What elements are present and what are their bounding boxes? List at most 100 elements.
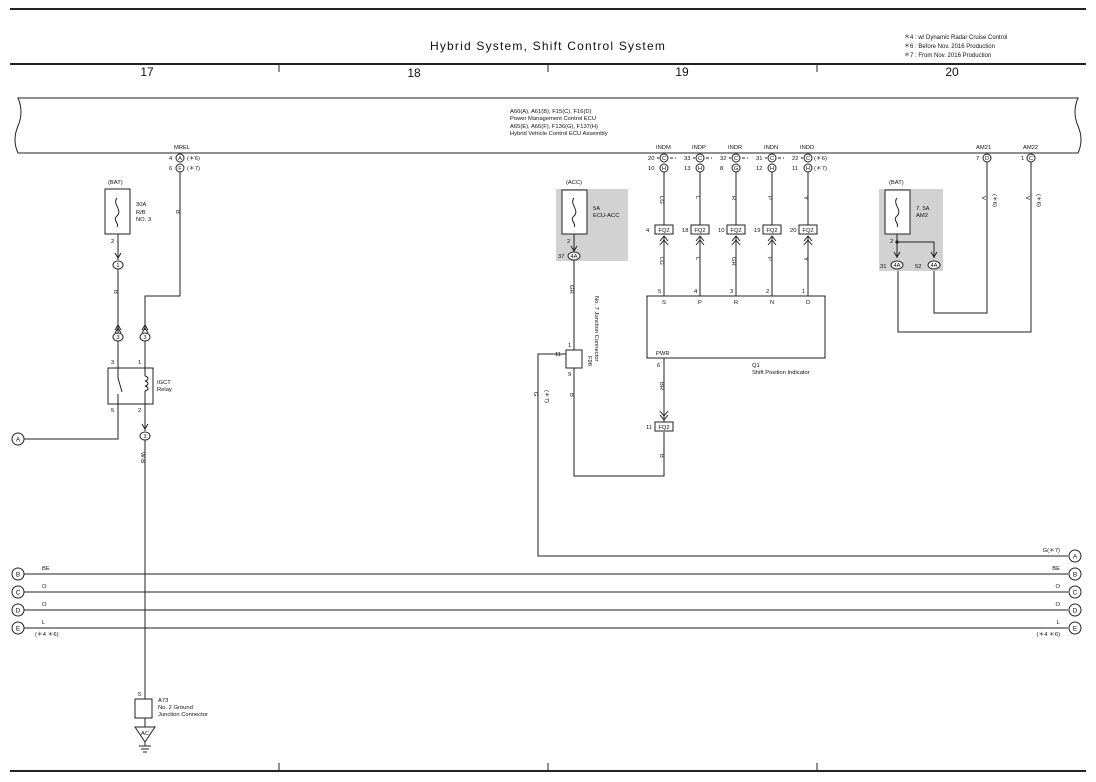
- junction-pin-9: 9: [568, 372, 571, 378]
- relay-wire-5: [24, 404, 119, 440]
- relay-pin-5: 5: [111, 408, 114, 414]
- fq2-label: FQ2: [694, 228, 705, 234]
- bus-right-terminal-e: [1068, 621, 1082, 635]
- bus-right-terminal-d: [1068, 603, 1082, 617]
- mrel-wire: [144, 172, 181, 330]
- fuse-rb-name2: NO. 3: [136, 217, 151, 223]
- bus-left-terminal-d: [11, 603, 25, 617]
- indicator-wire-color: P: [766, 257, 772, 261]
- indicator-pwr-pin: 6: [657, 363, 660, 369]
- fuse-rb-arrow: [114, 252, 122, 259]
- fuse-rb-source: (BAT): [108, 180, 123, 186]
- am22-pin: 1: [1021, 156, 1024, 162]
- bus-left-terminal-b: [11, 567, 25, 581]
- fq2-connector: [690, 224, 710, 235]
- bus-right-id: B: [1073, 572, 1077, 579]
- fq2-connector: [726, 224, 746, 235]
- junction-pin-11: 11: [555, 352, 561, 358]
- fuse-am2-pin-b: 52: [915, 264, 921, 270]
- fuse-acc-rating: 5A: [593, 206, 600, 212]
- terminal-bottom-conn-label: H: [806, 166, 810, 172]
- column-20: 20: [945, 65, 959, 79]
- fq2-label: FQ2: [730, 228, 741, 234]
- fq2-pin: 10: [718, 228, 724, 234]
- mrel-conn-f-label: F: [178, 166, 182, 172]
- terminal-label-indn: INDN: [764, 145, 778, 151]
- terminal-top-conn: [803, 153, 813, 163]
- indicator-pin-label-s: S: [662, 300, 666, 306]
- shift-note-bottom: (＊7): [814, 165, 827, 172]
- am22-wire: [897, 162, 1032, 333]
- fuse-am2-pin-a: 31: [880, 264, 886, 270]
- relay-in-arrow: [114, 324, 122, 334]
- fq2-connector: [762, 224, 782, 235]
- ground-code: A73: [158, 698, 168, 704]
- indicator-wire-color: L: [694, 257, 700, 261]
- am22-note: (＊6): [1035, 194, 1042, 207]
- indicator-code: Q1: [752, 363, 760, 369]
- relay-switch: [117, 368, 123, 404]
- indicator-pin-number: 5: [658, 289, 661, 295]
- terminal-top-conn-label: C: [806, 156, 810, 162]
- terminal-top-pin: 33: [684, 156, 690, 162]
- shift-position-indicator: [646, 295, 826, 359]
- junction-name: No. 7 Junction Connector: [593, 296, 599, 361]
- fuse-am2: [884, 189, 911, 235]
- fq2-pin: 20: [790, 228, 796, 234]
- bus-left-label: O: [42, 584, 47, 590]
- fq2-connector: [654, 224, 674, 235]
- ecu-line-1: A60(A), A61(B), F15(C), F16(D): [510, 109, 592, 115]
- mrel-wire-color: B: [174, 210, 180, 214]
- ground-name2: Junction Connector: [158, 712, 208, 718]
- bus-right-terminal-b: [1068, 567, 1082, 581]
- junction-g-note: (＊7): [543, 390, 550, 403]
- fuse-am2-arrow-b: [930, 251, 938, 258]
- terminal-top-conn: [767, 153, 777, 163]
- fuse-am2-rating: 7. 5A: [916, 206, 930, 212]
- indicator-pin-number: 4: [694, 289, 698, 295]
- fuse-rb: [104, 188, 131, 235]
- junction-code: F98: [586, 356, 592, 366]
- fuse-am2-source: (BAT): [889, 180, 904, 186]
- terminal-top-pin: 31: [756, 156, 762, 162]
- terminal-wire-color: R: [730, 196, 736, 200]
- terminal-wire-color: LG: [658, 196, 664, 204]
- mrel-conn-a-label: A: [178, 156, 182, 162]
- terminal-label-indr: INDR: [728, 145, 742, 151]
- fq2-label: FQ2: [658, 228, 669, 234]
- terminal-bottom-pin: 8: [720, 166, 723, 172]
- fq2-pin: 18: [682, 228, 688, 234]
- fuse-acc-source: (ACC): [566, 180, 582, 186]
- ground-junction: [134, 698, 153, 719]
- ecu-line-2: Power Management Control ECU: [510, 116, 596, 122]
- fuse-acc-conn-label: 4A: [570, 254, 577, 260]
- terminal-label-indm: INDM: [656, 145, 671, 151]
- note-3: ＊7 : From Nov. 2016 Production: [904, 52, 991, 59]
- am22-conn-label: C: [1029, 156, 1033, 162]
- mrel-pin-a: 4: [169, 156, 173, 162]
- indicator-pin-number: 3: [730, 289, 733, 295]
- fuse-rb-name: R/B: [136, 210, 146, 216]
- bus-left-sub: (＊4 ＊6): [35, 631, 59, 638]
- terminal-label-indd: INDD: [800, 145, 814, 151]
- relay-name: IGCT: [157, 380, 171, 386]
- shift-note-top: (＊6): [814, 155, 827, 162]
- ground-triangle: [134, 726, 156, 743]
- fuse-am2-conn-b: [927, 260, 941, 270]
- am21-pin: 7: [976, 156, 979, 162]
- fuse-acc-pin: 2: [567, 239, 570, 245]
- fuse-am2-name: AM2: [916, 213, 928, 219]
- relay-coil: [144, 368, 149, 404]
- indicator-pin-number: 1: [802, 289, 805, 295]
- indicator-pin-label-p: P: [698, 300, 702, 306]
- note-2: ＊6 : Before Nov. 2016 Production: [904, 43, 995, 50]
- mrel-conn-a: [175, 153, 185, 163]
- terminal-label-indp: INDP: [692, 145, 706, 151]
- terminal-top-pin: 32: [720, 156, 726, 162]
- mrel-label: MREL: [174, 145, 191, 151]
- indicator-pin-label-n: N: [770, 300, 774, 306]
- fuse-acc-pin-37: 37: [558, 254, 564, 260]
- ground-pin: 5: [138, 692, 141, 698]
